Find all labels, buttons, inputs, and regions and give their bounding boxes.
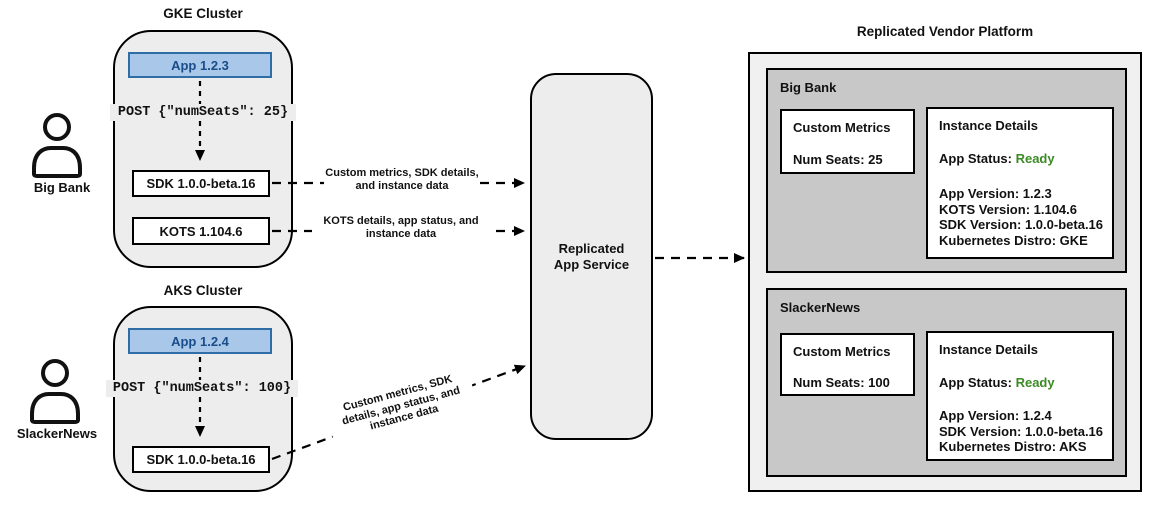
big-bank-instance-details-box: Instance Details App Status: Ready App V… (926, 107, 1114, 259)
vendor-platform-title: Replicated Vendor Platform (856, 24, 1034, 39)
custom-metrics-title: Custom Metrics (793, 120, 891, 135)
big-bank-actor-label: Big Bank (33, 180, 91, 195)
app-status-line: App Status: Ready (939, 151, 1055, 166)
slackernews-actor-label: SlackerNews (16, 426, 98, 441)
slackernews-panel-title: SlackerNews (780, 300, 861, 315)
gke-sdk-box: SDK 1.0.0-beta.16 (132, 170, 270, 197)
replicated-app-service-label: Replicated App Service (553, 240, 630, 272)
vendor-platform-container: Big Bank Custom Metrics Num Seats: 25 In… (748, 52, 1142, 492)
slackernews-panel: SlackerNews Custom Metrics Num Seats: 10… (766, 288, 1127, 477)
big-bank-panel-title: Big Bank (780, 80, 837, 95)
gke-sdk-arrow-label: Custom metrics, SDK details, and instanc… (324, 166, 480, 193)
instance-details-title: Instance Details (939, 342, 1038, 357)
instance-details-lines: App Version: 1.2.4 SDK Version: 1.0.0-be… (939, 408, 1103, 455)
app-status-value: Ready (1015, 151, 1055, 166)
aks-sdk-arrow-label: Custom metrics, SDK details, app status,… (324, 367, 478, 444)
detail-line: SDK Version: 1.0.0-beta.16 (939, 217, 1104, 232)
instance-details-title: Instance Details (939, 118, 1038, 133)
replicated-app-service-box: Replicated App Service (530, 73, 653, 440)
slackernews-instance-details-box: Instance Details App Status: Ready App V… (926, 331, 1114, 461)
aks-cluster-title: AKS Cluster (163, 283, 243, 298)
app-status-label: App Status: (939, 151, 1012, 166)
instance-details-lines: App Version: 1.2.3 KOTS Version: 1.104.6… (939, 186, 1103, 248)
aks-post-request: POST {"numSeats": 100} (106, 380, 298, 397)
detail-line: App Version: 1.2.4 (939, 408, 1052, 423)
detail-line: KOTS Version: 1.104.6 (939, 201, 1078, 217)
app-status-label: App Status: (939, 375, 1012, 390)
detail-line: Kubernetes Distro: GKE (939, 232, 1088, 248)
gke-app-box: App 1.2.3 (128, 52, 272, 78)
app-status-line: App Status: Ready (939, 375, 1055, 390)
aks-sdk-box: SDK 1.0.0-beta.16 (132, 446, 270, 473)
gke-kots-arrow-label: KOTS details, app status, and instance d… (312, 214, 490, 241)
big-bank-user-icon (32, 113, 82, 178)
big-bank-panel: Big Bank Custom Metrics Num Seats: 25 In… (766, 68, 1127, 273)
gke-kots-box: KOTS 1.104.6 (132, 217, 270, 245)
slackernews-user-icon (30, 359, 80, 424)
gke-post-request: POST {"numSeats": 25} (110, 104, 296, 121)
detail-line: SDK Version: 1.0.0-beta.16 (939, 423, 1104, 439)
custom-metrics-title: Custom Metrics (793, 344, 891, 359)
num-seats-value: Num Seats: 100 (793, 375, 890, 390)
app-status-value: Ready (1015, 375, 1055, 390)
num-seats-value: Num Seats: 25 (793, 152, 883, 167)
aks-app-box: App 1.2.4 (128, 328, 272, 354)
detail-line: App Version: 1.2.3 (939, 186, 1052, 201)
detail-line: Kubernetes Distro: AKS (939, 439, 1087, 454)
slackernews-custom-metrics-box: Custom Metrics Num Seats: 100 (780, 333, 915, 396)
big-bank-custom-metrics-box: Custom Metrics Num Seats: 25 (780, 109, 915, 174)
gke-cluster-title: GKE Cluster (163, 6, 243, 21)
